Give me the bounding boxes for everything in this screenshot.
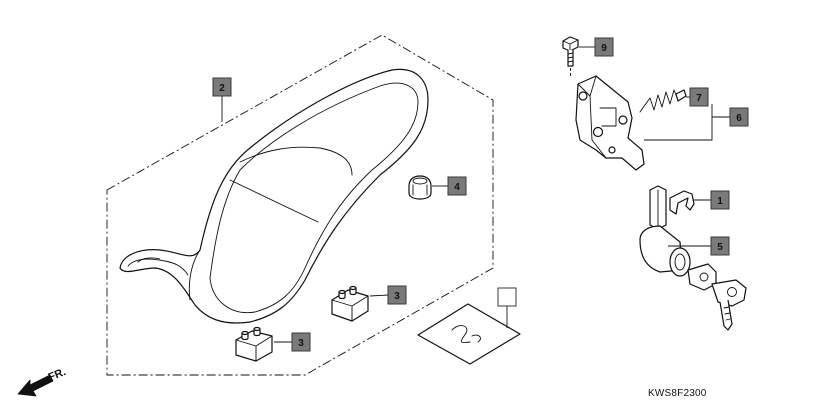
callout-4: 4	[447, 176, 467, 196]
callout-3a-label: 3	[394, 291, 400, 302]
seat-lock-bracket	[575, 75, 645, 171]
seat-assembly-boundary	[106, 34, 494, 376]
callout-6: 6	[729, 107, 749, 127]
callout-3b: 3	[291, 332, 311, 352]
label-sheet	[417, 303, 521, 365]
callout-9: 9	[594, 37, 614, 57]
diagram-code: KWS8F2300	[648, 388, 707, 399]
seat-cushion-4	[408, 175, 432, 200]
callout-5: 5	[710, 236, 730, 256]
callout-9-label: 9	[601, 43, 607, 54]
front-label: FR.	[47, 366, 68, 384]
rubber-block-3b	[235, 326, 273, 362]
callout-6-label: 6	[736, 113, 742, 124]
lock-cylinder-5	[639, 185, 691, 277]
front-arrow-icon	[17, 374, 54, 397]
keys	[687, 263, 747, 331]
seat	[119, 68, 429, 324]
callout-4-label: 4	[454, 182, 460, 193]
spring-7	[639, 89, 687, 113]
callout-blank	[497, 287, 517, 307]
leader-3a	[369, 294, 389, 297]
leader-6	[644, 104, 730, 141]
clip-1	[669, 190, 695, 215]
callout-1-label: 1	[717, 196, 723, 207]
callout-7: 7	[689, 87, 709, 107]
callout-5-label: 5	[717, 242, 723, 253]
front-direction-indicator: FR.	[17, 366, 68, 397]
rubber-block-3a	[331, 285, 369, 322]
callout-3b-label: 3	[298, 338, 304, 349]
callout-7-label: 7	[696, 93, 702, 104]
callout-2-label: 2	[219, 83, 225, 94]
callout-1: 1	[710, 190, 730, 210]
callout-2: 2	[212, 77, 232, 97]
callout-3a: 3	[387, 285, 407, 305]
bolt-9	[562, 36, 579, 78]
